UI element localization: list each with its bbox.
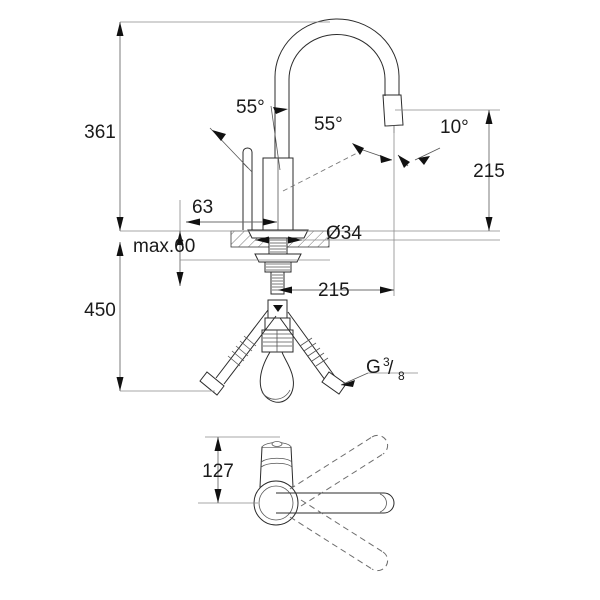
- thread-callout: G 3 / 8: [340, 355, 418, 387]
- angle-10-label: 10°: [440, 117, 469, 138]
- stud-thread-lines: [272, 274, 283, 291]
- base-escutcheon: [247, 229, 309, 239]
- thread-g-label: G: [366, 357, 381, 378]
- plan-base-inner-circle: [258, 485, 294, 521]
- threaded-stud: [270, 271, 285, 295]
- dimension-overall-height: 361: [84, 21, 330, 231]
- thread-slash: /: [388, 358, 394, 379]
- hose-loop-bottom: [261, 389, 291, 400]
- plan-spout-swivel-up: [289, 434, 389, 507]
- aerator-lower-edge: [385, 124, 403, 127]
- aerator-body: [382, 94, 404, 127]
- angle-55-left-label: 55°: [236, 97, 265, 118]
- thread-numerator: 3: [383, 355, 390, 369]
- pullout-hose-loop: [259, 351, 294, 403]
- plan-handle-groove1: [260, 457, 293, 463]
- faucet-elevation-geometry: [199, 18, 404, 403]
- dim-215-height-label: 215: [473, 161, 505, 182]
- dim-max60-label: max.60: [133, 236, 195, 257]
- dimension-hole-diameter: Ø34: [255, 223, 500, 244]
- dim-215-reach-label: 215: [318, 280, 350, 301]
- aerator-tilt-leaders: 10°: [282, 117, 469, 192]
- dimension-spout-height: 215: [395, 109, 505, 231]
- connector-marker: [273, 305, 283, 312]
- plan-spout-swivel-down: [289, 499, 389, 572]
- dim-63-label: 63: [192, 197, 213, 218]
- dim-127-label: 127: [202, 461, 234, 482]
- connector-thread-lines: [263, 330, 292, 352]
- dimension-lever-clearance: 63: [179, 197, 277, 231]
- dim-361-label: 361: [84, 122, 116, 143]
- mounting-washer: [254, 253, 302, 263]
- plan-handle-button: [271, 441, 283, 447]
- supply-hose-right: [279, 311, 347, 395]
- spout-inner-arc: [288, 34, 386, 190]
- dim-450-label: 450: [84, 300, 116, 321]
- hose-connector-mid: [264, 317, 291, 331]
- spout-outer-arc: [274, 18, 400, 190]
- plan-handle-groove2: [260, 462, 293, 468]
- nut-thread-lines: [266, 263, 290, 271]
- dimension-handle-height: 127: [198, 436, 280, 504]
- dimension-spout-reach: 215: [278, 126, 395, 301]
- hose-connector-lower: [261, 329, 294, 353]
- handle-lever-cap: [242, 147, 253, 153]
- dim-d34-label: Ø34: [326, 223, 362, 244]
- dimension-hose-length: 450: [84, 242, 215, 392]
- plan-view-geometry: [253, 434, 395, 572]
- plan-spout-center: [276, 492, 395, 514]
- angle-lever-forward: 55°: [270, 105, 343, 171]
- thread-denominator: 8: [398, 369, 405, 383]
- dimension-countertop-thickness: max.60: [133, 231, 330, 286]
- angle-lever-back: 55°: [209, 97, 265, 173]
- supply-hose-left: [199, 309, 277, 396]
- angle-55-right-label: 55°: [314, 114, 343, 135]
